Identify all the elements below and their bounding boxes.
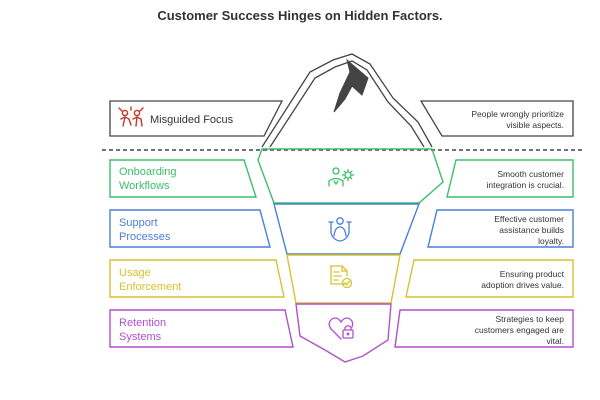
onboarding-description-1: Smooth customer (497, 169, 564, 179)
onboarding-label-2: Workflows (119, 180, 170, 192)
support-people-icon (328, 217, 352, 242)
retention-description-2: customers engaged are (475, 325, 565, 335)
usage-enforcement-row: Usage Enforcement Ensuring product adopt… (109, 254, 574, 304)
retention-systems-row: Retention Systems Strategies to keep cus… (109, 303, 574, 363)
misguided-focus-description-2: visible aspects. (506, 120, 564, 130)
support-description-3: loyalty. (538, 236, 564, 246)
misguided-focus-right-box (419, 100, 574, 137)
support-description-1: Effective customer (494, 214, 564, 224)
misguided-focus-left-box (109, 100, 284, 137)
onboarding-layer (257, 148, 444, 204)
retention-label-2: Systems (119, 331, 162, 343)
usage-label-1: Usage (119, 267, 151, 279)
retention-layer (295, 303, 392, 363)
retention-label-1: Retention (119, 317, 166, 329)
misguided-focus-description-1: People wrongly prioritize (471, 109, 564, 119)
support-left-box (109, 209, 271, 248)
onboarding-right-box (446, 159, 574, 198)
person-gear-icon (328, 167, 355, 187)
support-description-2: assistance builds (499, 225, 564, 235)
usage-layer (286, 254, 401, 304)
misguided-focus-label: Misguided Focus (150, 114, 234, 126)
support-label-1: Support (119, 217, 158, 229)
usage-label-2: Enforcement (119, 281, 181, 293)
onboarding-description-2: integration is crucial. (487, 180, 564, 190)
retention-description-3: vital. (547, 336, 564, 346)
misguided-focus-row: Misguided Focus People wrongly prioritiz… (109, 100, 574, 137)
support-processes-row: Support Processes Effective customer ass… (109, 203, 574, 255)
page-title: Customer Success Hinges on Hidden Factor… (157, 8, 443, 23)
usage-right-box (405, 259, 574, 298)
heart-lock-icon (328, 317, 354, 340)
support-label-2: Processes (119, 231, 171, 243)
usage-left-box (109, 259, 285, 298)
onboarding-label-1: Onboarding (119, 166, 177, 178)
retention-right-box (394, 309, 574, 348)
usage-description-2: adoption drives value. (481, 280, 564, 290)
support-right-box (427, 209, 574, 248)
document-check-icon (330, 265, 353, 289)
retention-left-box (109, 309, 294, 348)
support-layer (273, 203, 421, 255)
onboarding-left-box (109, 159, 257, 198)
usage-description-1: Ensuring product (500, 269, 565, 279)
retention-description-1: Strategies to keep (495, 314, 564, 324)
people-conflict-icon (118, 106, 144, 127)
iceberg-tip (261, 53, 433, 148)
onboarding-workflows-row: Onboarding Workflows Smooth customer int… (109, 148, 574, 204)
